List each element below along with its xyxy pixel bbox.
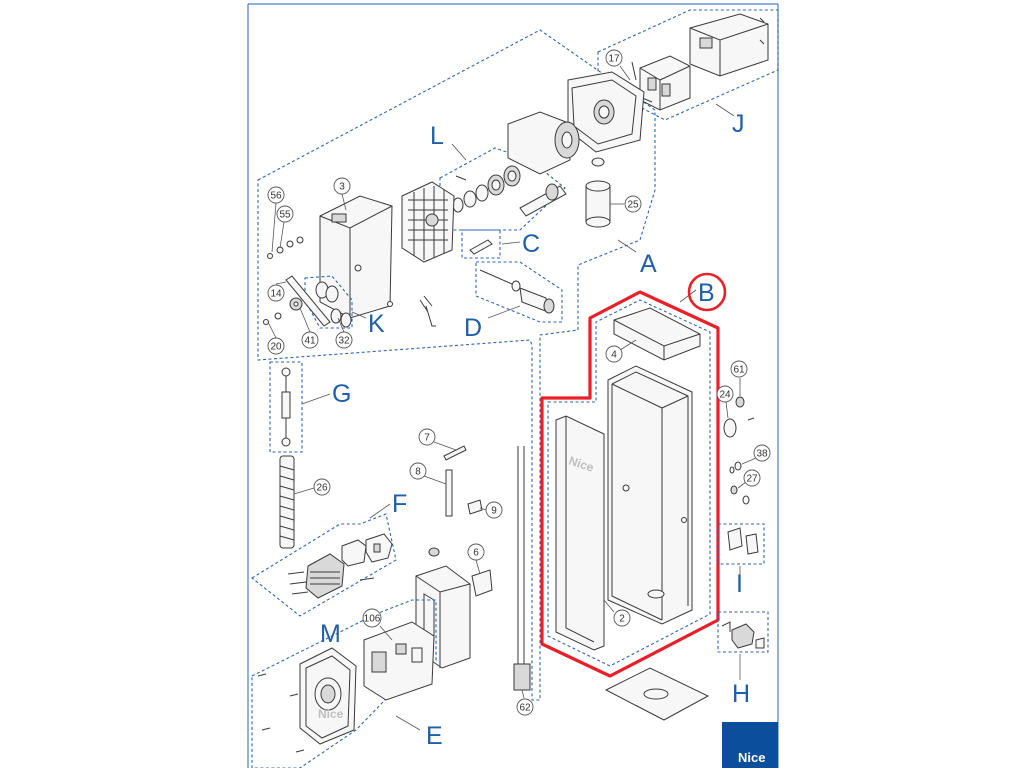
group-h-outline	[717, 611, 769, 653]
callout-9: 9	[491, 506, 497, 517]
base-plate	[604, 667, 710, 721]
callout-17: 17	[608, 54, 620, 65]
brand-logo: Nice	[722, 722, 778, 768]
lid-4	[613, 307, 701, 361]
group-d-parts	[479, 269, 555, 314]
group-letter-g: G	[332, 380, 351, 408]
group-letter-e: E	[426, 722, 443, 750]
group-e-parts: Nice	[257, 621, 435, 753]
lever-parts	[263, 236, 331, 327]
group-f-outline	[251, 513, 397, 617]
group-b-outline	[547, 299, 711, 667]
group-letter-b: B	[698, 279, 715, 307]
cable-62	[513, 446, 531, 691]
gearbox-housing	[507, 71, 645, 228]
group-i-parts	[727, 527, 759, 555]
group-l-parts	[452, 165, 567, 217]
callout-26: 26	[316, 483, 328, 494]
group-letter-f: F	[392, 490, 407, 518]
front-panel: Nice	[555, 415, 605, 651]
group-b-highlight	[540, 290, 720, 678]
callout-27: 27	[746, 474, 758, 485]
group-letter-h: H	[732, 680, 750, 708]
callout-14: 14	[270, 289, 282, 300]
callout-56: 56	[270, 191, 282, 202]
callout-61: 61	[733, 365, 745, 376]
callout-25: 25	[627, 200, 639, 211]
group-c-outline	[461, 229, 501, 259]
group-letter-a: A	[640, 250, 657, 278]
small-screw-parts	[387, 295, 436, 327]
group-letter-d: D	[464, 314, 482, 342]
brand-logo-text: Nice	[738, 750, 765, 765]
group-letter-l: L	[430, 122, 444, 150]
group-a-outline	[257, 29, 656, 701]
callout-41: 41	[304, 336, 316, 347]
callout-2: 2	[619, 614, 625, 625]
callouts: 3 56 55 14 20 41 32 17 25 4 2 61	[267, 49, 771, 716]
cover-plate-3	[319, 181, 455, 319]
group-letter-k: K	[368, 310, 385, 338]
side-parts	[723, 396, 755, 505]
group-letter-m: M	[320, 620, 341, 648]
group-f-parts	[287, 533, 393, 599]
callout-6: 6	[473, 548, 479, 559]
group-k-parts	[315, 281, 352, 328]
cabinet-2	[607, 365, 693, 625]
group-letter-i: I	[736, 570, 743, 598]
callout-7: 7	[424, 433, 430, 444]
group-g-outline	[269, 361, 303, 453]
spring-26	[279, 455, 295, 549]
group-c-part	[469, 239, 493, 255]
group-h-parts	[721, 621, 765, 649]
callout-24: 24	[719, 390, 731, 401]
group-j-parts	[627, 13, 769, 111]
callout-62: 62	[519, 703, 531, 714]
rod-parts	[443, 445, 483, 517]
callout-4: 4	[611, 350, 617, 361]
callout-38: 38	[756, 449, 768, 460]
callout-106: 106	[364, 614, 381, 625]
group-d-outline	[475, 261, 563, 323]
callout-32: 32	[338, 336, 350, 347]
callout-55: 55	[279, 210, 291, 221]
letter-leaders	[301, 103, 741, 731]
callout-8: 8	[415, 467, 421, 478]
callout-3: 3	[339, 182, 345, 193]
group-i-outline	[717, 523, 765, 565]
group-letter-j: J	[732, 110, 745, 138]
group-g-parts	[281, 367, 291, 447]
group-b-letter-circle	[687, 272, 727, 312]
callout-20: 20	[270, 342, 282, 353]
cover-brand-text: Nice	[318, 707, 344, 721]
group-letter-c: C	[522, 230, 540, 258]
